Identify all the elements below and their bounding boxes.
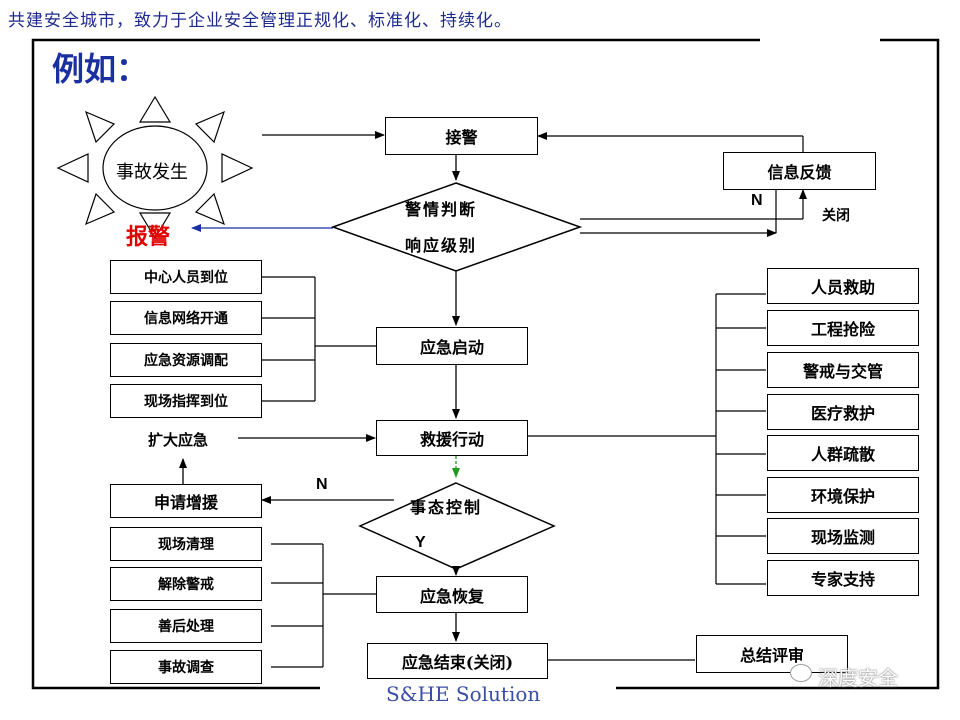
footer-brand: S&HE Solution: [386, 682, 541, 706]
left-recovery-item: 善后处理: [110, 609, 262, 643]
frame-border-right: [616, 38, 940, 690]
receive-alarm-box: 接警: [385, 117, 538, 155]
left-start-item: 信息网络开通: [110, 301, 262, 335]
rescue-action-label: 救援行动: [419, 430, 484, 449]
emergency-recovery-label: 应急恢复: [419, 586, 484, 606]
right-rescue-item: 专家支持: [767, 560, 919, 596]
n-label-mid: N: [316, 476, 328, 493]
apply-support-box: 申请增援: [110, 484, 262, 518]
right-rescue-item: 现场监测: [767, 518, 919, 554]
right-rescue-item: 工程抢险: [767, 310, 919, 346]
accident-label: 事故发生: [116, 162, 188, 183]
summary-review-label: 总结评审: [739, 646, 804, 665]
sun-burst-icon: [56, 95, 254, 240]
emergency-recovery-box: 应急恢复: [376, 576, 528, 613]
left-recovery-item: 事故调查: [110, 650, 262, 684]
left-start-item: 应急资源调配: [110, 343, 262, 377]
alarm-report-label: 报警: [126, 224, 171, 250]
slogan-header: 共建安全城市，致力于企业安全管理正规化、标准化、持续化。: [8, 11, 512, 31]
example-title: 例如：: [52, 50, 149, 88]
n-label-top: N: [751, 192, 763, 209]
feedback-label: 信息反馈: [767, 163, 832, 182]
summary-review-box: 总结评审: [696, 635, 848, 673]
right-rescue-item: 人群疏散: [767, 435, 919, 471]
left-start-item: 现场指挥到位: [110, 384, 262, 418]
judge-line1: 警情判断: [405, 200, 478, 219]
watermark-text: 深度安全: [818, 666, 898, 690]
right-rescue-item: 人员救助: [767, 268, 919, 304]
receive-alarm-label: 接警: [445, 128, 478, 147]
frame-border: [31, 38, 760, 690]
emergency-start-box: 应急启动: [376, 327, 528, 365]
left-recovery-item: 现场清理: [110, 527, 262, 561]
right-rescue-item: 警戒与交管: [767, 352, 919, 388]
wechat-icon: [790, 664, 812, 682]
left-start-item: 中心人员到位: [110, 260, 262, 294]
right-rescue-item: 环境保护: [767, 477, 919, 513]
left-recovery-item: 解除警戒: [110, 567, 262, 601]
closed-label: 关闭: [822, 208, 850, 224]
y-label: Y: [415, 534, 426, 551]
expand-emergency-label: 扩大应急: [148, 431, 209, 449]
emergency-end-label: 应急结束(关闭): [401, 653, 514, 672]
right-rescue-item: 医疗救护: [767, 394, 919, 430]
apply-support-label: 申请增援: [153, 493, 218, 512]
rescue-action-box: 救援行动: [376, 420, 528, 456]
emergency-start-label: 应急启动: [419, 338, 484, 357]
judge-line2: 响应级别: [405, 236, 478, 255]
emergency-end-box: 应急结束(关闭): [367, 643, 548, 679]
feedback-box: 信息反馈: [723, 152, 876, 190]
control-line1: 事态控制: [410, 498, 483, 517]
